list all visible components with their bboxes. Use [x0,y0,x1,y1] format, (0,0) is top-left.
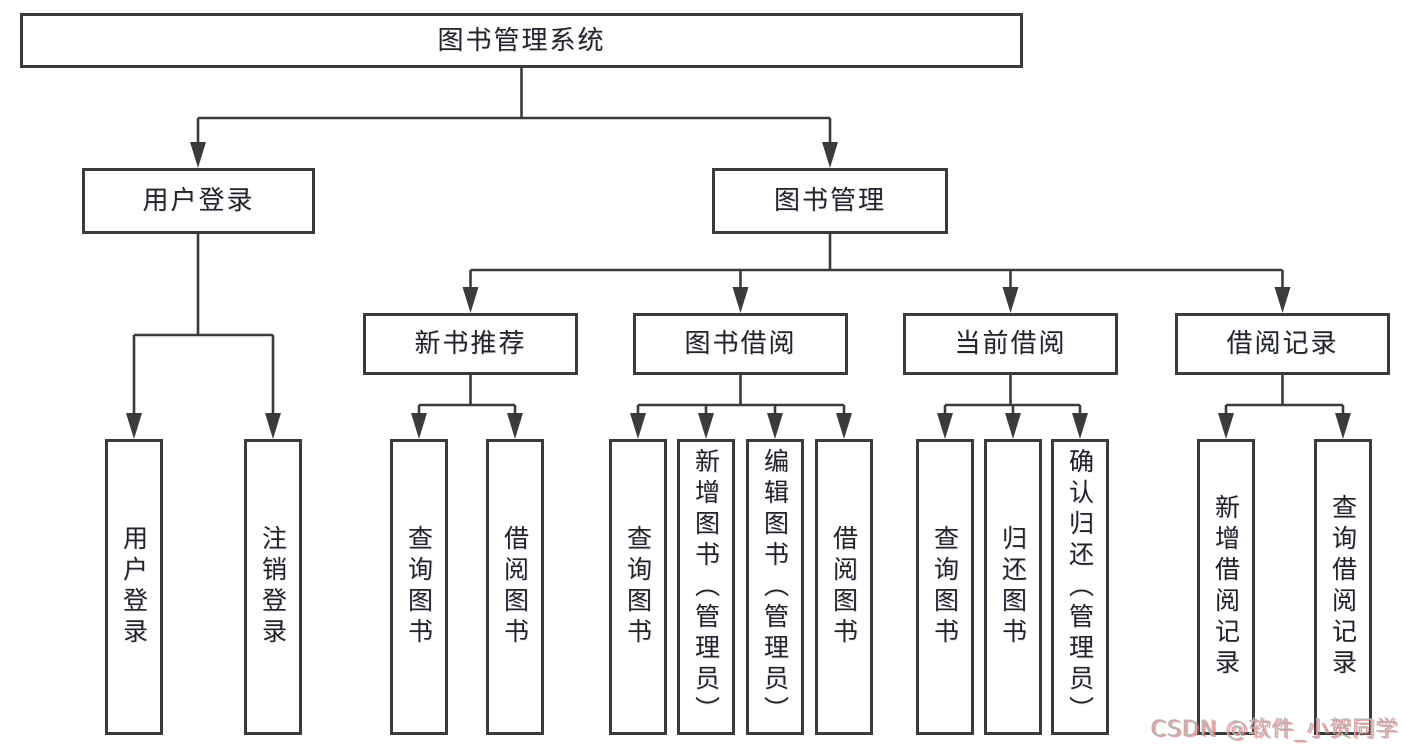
node-logout: 注销登录 [244,439,302,735]
node-label: 图书管理系统 [437,25,606,56]
arrow-down-icon [1218,413,1234,439]
csdn-watermark: CSDN @软件_小贺同学 [1150,717,1398,742]
node-query-borrow-record: 查询借阅记录 [1314,439,1372,735]
node-label: 图书借阅 [684,329,797,359]
arrow-down-icon [767,413,783,439]
node-label: 注销登录 [258,525,288,649]
node-system-root: 图书管理系统 [20,13,1023,68]
arrow-down-icon [1072,413,1088,439]
node-user-login-module: 用户登录 [82,168,315,234]
arrow-down-icon [937,413,953,439]
arrow-down-icon [1005,413,1021,439]
node-return-books: 归还图书 [984,439,1042,735]
node-add-borrow-record: 新增借阅记录 [1197,439,1255,735]
arrow-down-icon [630,413,646,439]
node-label: 当前借阅 [954,329,1067,359]
connector-new-book-recommend-to-leaves [411,375,523,439]
node-label: 查询图书 [930,525,960,649]
connector-user-login-to-leaves [126,234,281,439]
node-user-login: 用户登录 [105,439,163,735]
node-label: 借阅图书 [500,525,530,649]
node-label: 新增图书（管理员） [691,447,721,727]
node-label: 编辑图书（管理员） [760,447,790,727]
node-label: 借阅记录 [1226,329,1339,359]
connector-borrow-records-to-leaves [1218,375,1351,439]
node-query-books-current: 查询图书 [916,439,974,735]
connector-book-management-to-level3 [462,233,1291,313]
arrow-down-icon [732,287,749,313]
node-label: 用户登录 [142,186,255,216]
node-borrow-records: 借阅记录 [1175,313,1390,375]
arrow-down-icon [822,142,838,168]
arrow-down-icon [126,413,142,439]
connector-book-borrowing-to-leaves [630,375,852,439]
node-confirm-return-admin: 确认归还（管理员） [1051,439,1109,735]
node-borrow-books-borrowing: 借阅图书 [815,439,873,735]
node-query-books-borrowing: 查询图书 [609,439,667,735]
arrow-down-icon [698,413,714,439]
node-label: 归还图书 [998,525,1028,649]
node-label: 查询图书 [623,525,653,649]
node-add-books-admin: 新增图书（管理员） [677,439,735,735]
node-label: 新增借阅记录 [1211,494,1241,680]
arrow-down-icon [507,413,523,439]
arrow-down-icon [190,142,206,168]
node-query-books-recommend: 查询图书 [390,439,448,735]
arrow-down-icon [1335,413,1351,439]
arrow-down-icon [462,287,479,313]
node-label: 借阅图书 [829,525,859,649]
node-label: 确认归还（管理员） [1065,447,1095,727]
node-book-management: 图书管理 [712,168,948,234]
arrow-down-icon [265,413,281,439]
arrow-down-icon [1274,287,1291,313]
node-label: 查询图书 [404,525,434,649]
node-label: 新书推荐 [414,329,527,359]
node-label: 查询借阅记录 [1328,494,1358,680]
arrow-down-icon [411,413,427,439]
arrow-down-icon [1002,287,1019,313]
node-book-borrowing: 图书借阅 [633,313,848,375]
connector-root-to-level2 [190,68,838,168]
node-current-borrowing: 当前借阅 [903,313,1118,375]
arrow-down-icon [836,413,852,439]
node-label: 用户登录 [119,525,149,649]
connector-current-borrowing-to-leaves [937,375,1088,439]
node-new-book-recommend: 新书推荐 [363,313,578,375]
node-label: 图书管理 [773,186,886,216]
node-borrow-books-recommend: 借阅图书 [486,439,544,735]
node-edit-books-admin: 编辑图书（管理员） [746,439,804,735]
